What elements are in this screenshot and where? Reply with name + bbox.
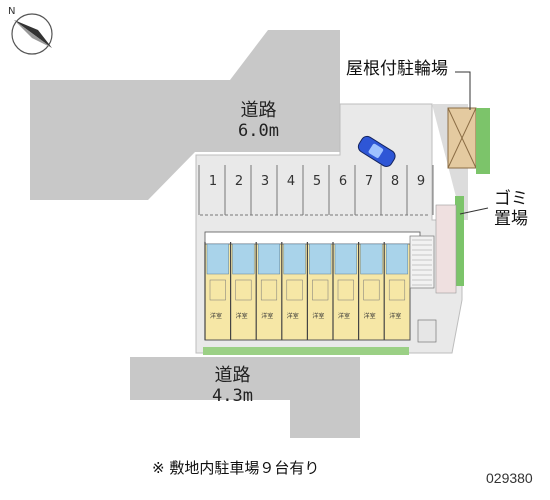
unit-wet-area xyxy=(206,243,229,275)
north-road-width: 6.0m xyxy=(238,121,279,141)
parking-stall-2: 2 xyxy=(234,174,244,189)
garbage-label-line2: 置場 xyxy=(494,208,528,229)
compass: N xyxy=(8,6,53,55)
bicycle-shelter-cross xyxy=(447,107,477,169)
garbage-label-line1: ゴミ xyxy=(494,189,528,209)
unit-room-label: 洋室 xyxy=(235,313,248,320)
unit-room-label: 洋室 xyxy=(210,313,223,320)
unit-wet-area xyxy=(360,243,383,275)
parking-stall-7: 7 xyxy=(364,174,374,189)
unit-wet-area xyxy=(232,243,255,275)
stall-dividers xyxy=(198,165,434,215)
parking-stall-6: 6 xyxy=(338,174,348,189)
unit-room-label: 洋室 xyxy=(261,313,274,320)
unit-room-label: 洋室 xyxy=(363,313,376,320)
parking-footnote: ※ 敷地内駐車場９台有り xyxy=(152,459,320,477)
stair-steps xyxy=(412,239,432,286)
unit-loft xyxy=(363,279,380,301)
unit-wet-area xyxy=(257,243,281,275)
north-road-name: 道路 xyxy=(240,100,277,121)
unit-grid xyxy=(204,242,409,340)
parking-stall-1: 1 xyxy=(208,174,218,189)
unit-loft xyxy=(312,279,329,301)
utility-box xyxy=(417,319,437,343)
greenery-east xyxy=(476,108,490,174)
parking-stall-4: 4 xyxy=(286,174,296,189)
greenery-gomi xyxy=(455,196,464,286)
garbage-area xyxy=(435,204,457,294)
south-road-name: 道路 xyxy=(214,365,251,386)
unit-room-label: 洋室 xyxy=(338,313,351,320)
north-road-label: 道路 6.0m xyxy=(238,102,279,140)
parking-stall-9: 9 xyxy=(416,174,426,189)
unit-wet-area xyxy=(283,243,306,275)
unit-loft xyxy=(209,279,226,301)
bicycle-parking-label: 屋根付駐輪場 xyxy=(346,59,448,79)
parking-stall-8: 8 xyxy=(390,174,400,189)
unit-room-label: 洋室 xyxy=(389,313,402,320)
unit-loft xyxy=(260,279,278,301)
garbage-callout-leader xyxy=(459,207,489,215)
garbage-label: ゴミ 置場 xyxy=(494,189,528,229)
building-corridor xyxy=(204,231,421,245)
south-road-width: 4.3m xyxy=(212,386,253,406)
unit-wet-area xyxy=(309,243,332,275)
bicycle-callout-leader xyxy=(455,71,471,110)
greenery-south xyxy=(203,347,409,355)
unit-loft xyxy=(337,279,354,301)
unit-loft xyxy=(286,279,303,301)
unit-wet-area xyxy=(385,243,409,275)
unit-room-label: 洋室 xyxy=(312,313,325,320)
parked-car xyxy=(357,135,396,167)
compass-north-mark: N xyxy=(8,6,15,17)
parking-stall-5: 5 xyxy=(312,174,322,189)
map-code: 029380 xyxy=(486,470,533,486)
unit-loft xyxy=(388,279,406,301)
parking-stall-3: 3 xyxy=(260,174,270,189)
north-road xyxy=(30,30,340,200)
unit-room-label: 洋室 xyxy=(286,313,299,320)
staircase xyxy=(409,235,435,289)
south-road xyxy=(130,357,360,438)
south-road-label: 道路 4.3m xyxy=(212,367,253,405)
unit-loft xyxy=(235,279,252,301)
unit-wet-area xyxy=(334,243,357,275)
